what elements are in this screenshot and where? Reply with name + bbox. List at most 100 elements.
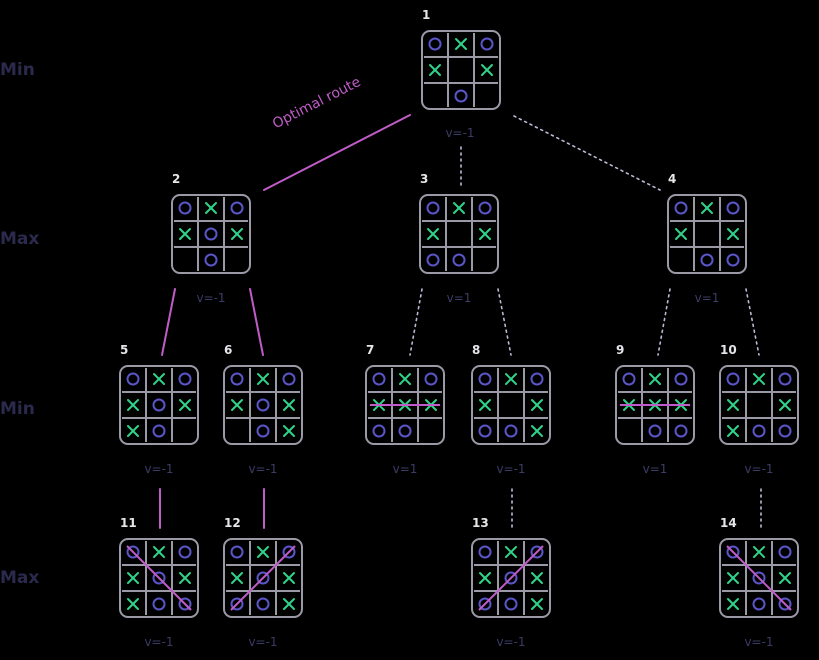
x-mark [727,399,739,411]
x-mark [779,399,791,411]
o-mark [478,545,492,559]
o-mark [230,201,244,215]
board-node-12 [223,538,303,618]
node-value: v=1 [392,462,418,476]
win-line [478,545,544,611]
o-mark [230,597,244,611]
node-value: v=-1 [248,462,278,476]
x-mark [127,572,139,584]
board-frame [421,30,501,110]
x-mark [479,399,491,411]
o-mark [504,571,518,585]
x-mark [481,64,493,76]
o-mark [372,424,386,438]
board-node-4 [667,194,747,274]
node-value: v=1 [642,462,668,476]
node-number: 4 [668,172,677,186]
o-mark [778,597,792,611]
x-mark [179,399,191,411]
x-mark [127,399,139,411]
tree-edge [513,115,661,191]
o-mark [726,253,740,267]
o-mark [454,89,468,103]
o-mark [152,398,166,412]
o-mark [230,372,244,386]
optimal-edge [249,288,264,356]
x-mark [479,572,491,584]
board-node-3 [419,194,499,274]
o-mark [372,372,386,386]
o-mark [126,545,140,559]
x-mark [453,202,465,214]
board-node-11 [119,538,199,618]
node-number: 9 [616,343,625,357]
board-frame [667,194,747,274]
node-number: 14 [720,516,737,530]
board-frame [119,365,199,445]
o-mark [622,372,636,386]
o-mark [478,424,492,438]
o-mark [178,545,192,559]
x-mark [257,373,269,385]
node-value: v=-1 [196,291,226,305]
x-mark [753,373,765,385]
x-mark [427,228,439,240]
x-mark [779,572,791,584]
o-mark [152,571,166,585]
o-mark [752,571,766,585]
optimal-edge [161,288,176,356]
x-mark [701,202,713,214]
node-value: v=1 [694,291,720,305]
x-mark [205,202,217,214]
x-mark [531,425,543,437]
win-line [726,545,792,611]
o-mark [428,37,442,51]
x-mark [231,399,243,411]
board-node-5 [119,365,199,445]
node-number: 2 [172,172,181,186]
node-value: v=-1 [445,126,475,140]
x-mark [531,598,543,610]
x-mark [505,546,517,558]
board-node-7 [365,365,445,445]
tree-edge [497,288,512,356]
o-mark [282,372,296,386]
o-mark [504,597,518,611]
x-mark [283,598,295,610]
o-mark [674,372,688,386]
o-mark [424,372,438,386]
node-value: v=-1 [144,462,174,476]
x-mark [153,546,165,558]
board-frame [171,194,251,274]
o-mark [478,372,492,386]
node-value: v=-1 [248,635,278,649]
board-frame [471,365,551,445]
o-mark [178,372,192,386]
x-mark [429,64,441,76]
node-number: 13 [472,516,489,530]
o-mark [230,545,244,559]
x-mark [153,373,165,385]
x-mark [531,399,543,411]
x-mark [505,373,517,385]
x-mark [127,598,139,610]
o-mark [426,201,440,215]
optimal-edge [263,114,411,191]
o-mark [398,424,412,438]
o-mark [752,424,766,438]
x-mark [231,228,243,240]
boards [119,30,799,618]
node-value: v=-1 [496,462,526,476]
x-mark [399,373,411,385]
board-frame [719,365,799,445]
board-node-1 [421,30,501,110]
x-mark [649,373,661,385]
x-mark [179,572,191,584]
o-mark [478,201,492,215]
node-number: 7 [366,343,375,357]
node-value: v=1 [446,291,472,305]
node-number: 10 [720,343,737,357]
o-mark [530,372,544,386]
node-value: v=-1 [744,462,774,476]
